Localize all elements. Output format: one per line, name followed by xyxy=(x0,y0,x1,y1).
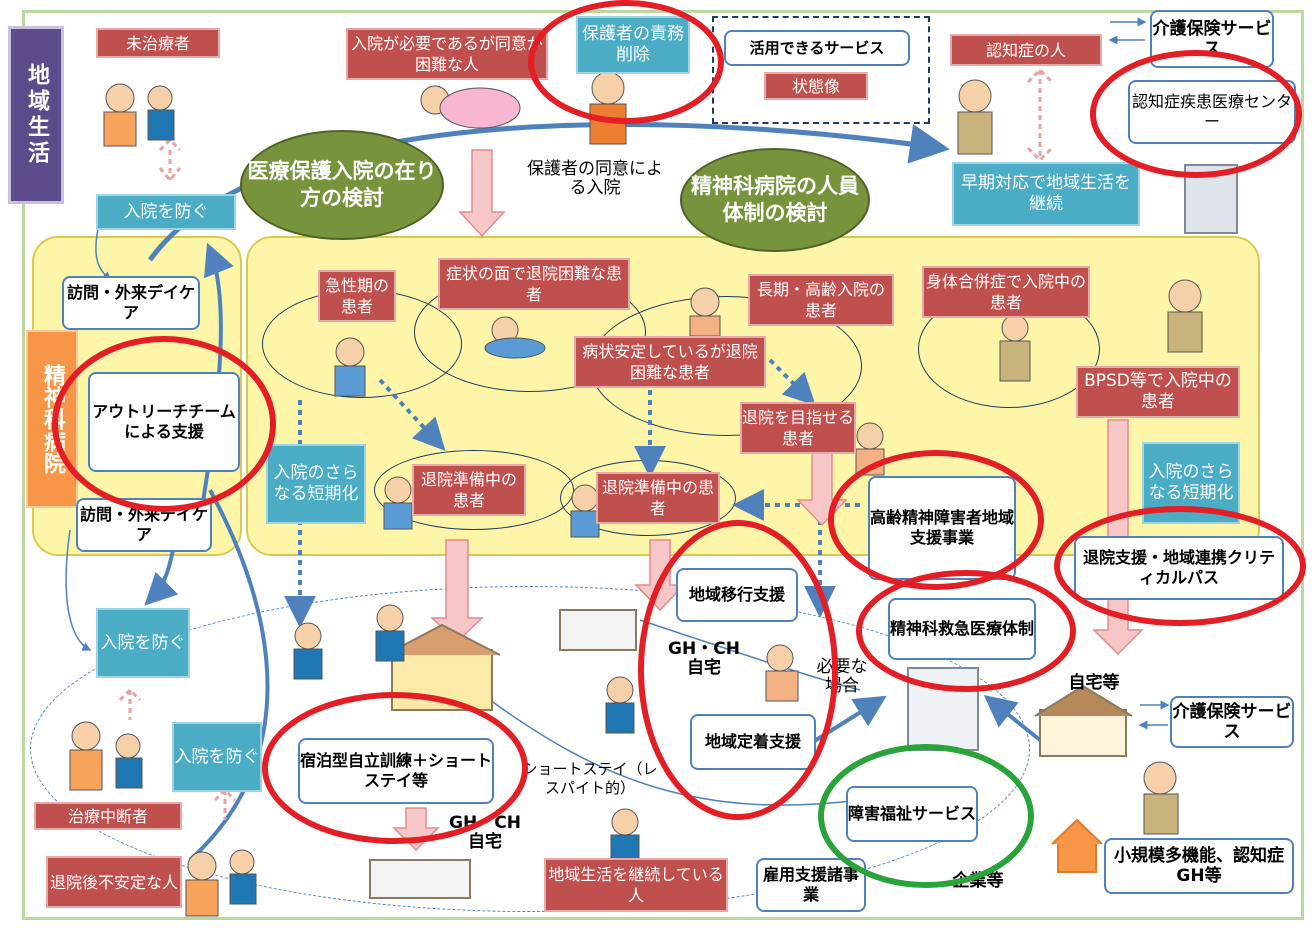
dotted-arrow-2 xyxy=(378,378,446,451)
highlight-ring-guardian xyxy=(528,0,724,124)
highlight-ring-outreach xyxy=(52,336,276,512)
prevent-low-label: 入院を防ぐ xyxy=(172,722,262,792)
dotted-arrow-4 xyxy=(768,358,816,406)
prevent-top-label: 入院を防ぐ xyxy=(96,194,236,230)
pink-updown-top xyxy=(158,137,182,183)
short-stay-text: ショートステイ（レスパイト的） xyxy=(522,760,658,797)
employment-box: 雇用支援諸事業 xyxy=(756,858,866,912)
thin-connector-8 xyxy=(489,699,862,806)
aim-discharge-label: 退院を目指せる患者 xyxy=(740,402,856,454)
highlight-ring-transition xyxy=(638,520,838,820)
highlight-ring-dementia-center xyxy=(1090,50,1302,178)
services-head-box: 活用できるサービス xyxy=(724,30,910,66)
community-side-label: 地域生活 xyxy=(8,26,64,204)
person-icons xyxy=(69,71,1203,917)
pink-updown-left xyxy=(118,687,142,720)
continuing-label: 地域生活を継続している人 xyxy=(544,858,728,912)
pink-updown-dementia xyxy=(1026,67,1054,163)
stable-difficult-label: 病状安定しているが退院困難な患者 xyxy=(574,336,766,388)
pink-arrow-consent xyxy=(458,149,506,238)
shorten-left-label: 入院のさらなる短期化 xyxy=(266,444,366,524)
pink-arrow-prep1 xyxy=(430,539,484,644)
pink-updown-bottom xyxy=(213,787,237,820)
unstable-label: 退院後不安定な人 xyxy=(46,856,182,908)
prevent-mid-label: 入院を防ぐ xyxy=(96,608,190,678)
thin-connector-2 xyxy=(65,529,92,651)
building-icons xyxy=(369,164,1238,899)
highlight-ring-elderly xyxy=(828,450,1044,590)
longterm-elderly-label: 長期・高齢入院の患者 xyxy=(748,274,894,326)
visit-top-box: 訪問・外来デイケア xyxy=(62,276,200,330)
highlight-ring-emergency xyxy=(856,570,1076,692)
highlight-ring-critical-path xyxy=(1054,506,1306,626)
prep-label-2: 退院準備中の患者 xyxy=(596,472,720,524)
bpsd-label: BPSD等で入院中の患者 xyxy=(1076,366,1240,418)
arrow-to-emergency-2 xyxy=(983,695,1042,742)
untreated-label: 未治療者 xyxy=(96,28,220,58)
staffing-oval: 精神科病院の人員体制の検討 xyxy=(680,148,870,252)
guardian-consent-text: 保護者の同意による入院 xyxy=(527,159,663,198)
prep-label-1: 退院準備中の患者 xyxy=(412,464,526,516)
state-image-label: 状態像 xyxy=(764,72,868,100)
interrupted-label: 治療中断者 xyxy=(34,802,182,830)
dementia-person-label: 認知症の人 xyxy=(950,34,1102,66)
acute-label: 急性期の患者 xyxy=(318,270,396,322)
community-ellipse xyxy=(30,586,1030,912)
symptom-difficult-label: 症状の面で退院困難な患者 xyxy=(438,258,630,310)
outreach-curve xyxy=(188,489,270,862)
care-insurance-bottom-box: 介護保険サービス xyxy=(1170,696,1294,748)
highlight-ring-welfare xyxy=(818,744,1034,888)
highlight-ring-residential xyxy=(262,692,528,844)
medical-protection-oval: 医療保護入院の在り方の検討 xyxy=(240,130,444,240)
small-multi-box: 小規模多機能、認知症GH等 xyxy=(1104,838,1294,894)
physical-comorbid-label: 身体合併症で入院中の患者 xyxy=(922,266,1090,318)
needs-admission-label: 入院が必要であるが同意が困難な人 xyxy=(346,28,548,80)
home-etc-text: 自宅等 xyxy=(1068,673,1120,693)
early-response-label: 早期対応で地域生活を継続 xyxy=(952,162,1140,226)
